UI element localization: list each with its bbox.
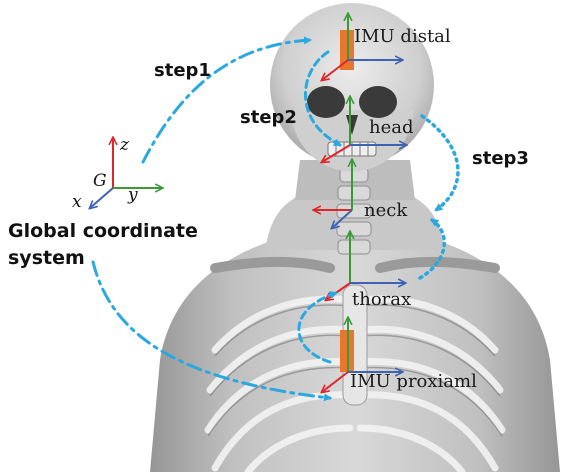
label-head: head (369, 117, 414, 138)
label-imu-distal: IMU distal (354, 26, 451, 47)
label-step3: step3 (472, 148, 529, 169)
axis-label-x: x (72, 192, 82, 212)
label-step2: step2 (240, 107, 297, 128)
axis-label-y: y (127, 185, 138, 205)
label-global-line2: system (8, 247, 85, 269)
label-thorax: thorax (352, 289, 411, 310)
axis-label-z: z (119, 135, 130, 155)
label-global-line1: Global coordinate (8, 220, 198, 242)
skeleton-illustration (150, 3, 560, 472)
label-neck: neck (364, 200, 408, 221)
label-imu-proximal: IMU proxiaml (350, 371, 477, 392)
axis-label-origin: G (93, 171, 107, 191)
step3-arrow-upper (422, 116, 458, 210)
label-step1: step1 (154, 60, 211, 81)
